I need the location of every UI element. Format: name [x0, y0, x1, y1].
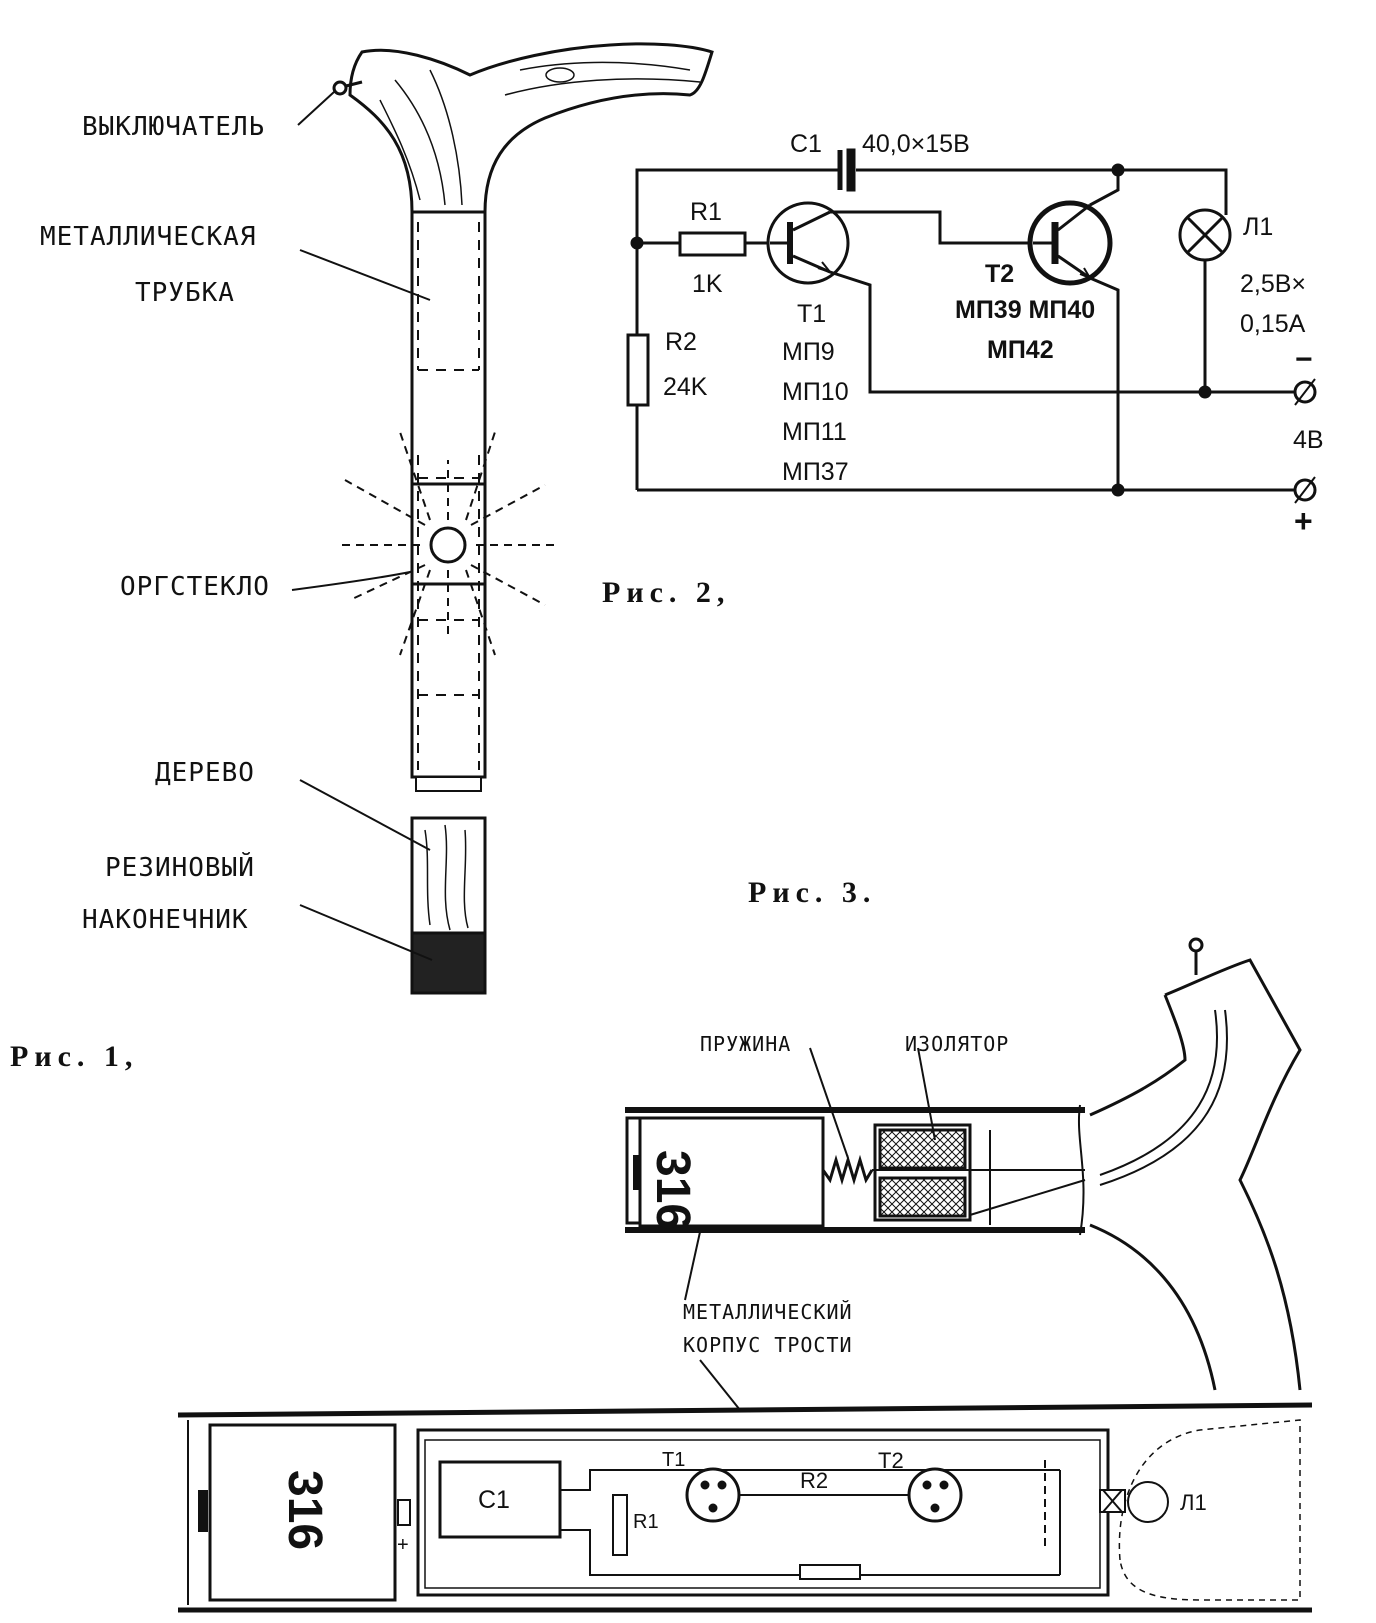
- t1-type-2: МП10: [782, 378, 849, 406]
- r1-value: 1K: [692, 270, 723, 298]
- cane-body-label-line2: КОРПУС ТРОСТИ: [683, 1333, 853, 1357]
- t1-type-1: МП9: [782, 338, 835, 366]
- switch-label: ВЫКЛЮЧАТЕЛЬ: [82, 112, 266, 142]
- battery-bottom-label: 316: [278, 1470, 331, 1551]
- c1-value: 40,0×15B: [862, 130, 970, 158]
- t2-types-line2: МП42: [987, 336, 1054, 364]
- board-t1-label: T1: [662, 1449, 686, 1471]
- board-r1-label: R1: [633, 1511, 659, 1533]
- plus-terminal-sign: +: [1294, 503, 1313, 539]
- t1-label: T1: [797, 300, 827, 328]
- r2-label: R2: [665, 328, 697, 356]
- figure-1-caption: Рис. 1,: [10, 1040, 139, 1073]
- board-t2-label: T2: [878, 1448, 904, 1473]
- board-lamp-label: Л1: [1180, 1490, 1207, 1515]
- rubber-tip-label-line1: РЕЗИНОВЫЙ: [105, 853, 255, 883]
- minus-terminal-sign: −: [1295, 343, 1313, 376]
- battery-plus-sign: +: [397, 1534, 409, 1556]
- figure-3-caption: Рис. 3.: [748, 876, 877, 909]
- t2-types-line1: МП39 МП40: [955, 296, 1096, 324]
- figure-2-caption: Рис. 2,: [602, 576, 731, 609]
- r2-value: 24K: [663, 373, 708, 401]
- supply-voltage: 4B: [1293, 426, 1324, 454]
- metal-tube-label-line2: ТРУБКА: [135, 278, 235, 308]
- cane-body-label-line1: МЕТАЛЛИЧЕСКИЙ: [683, 1300, 853, 1324]
- metal-tube-label-line1: МЕТАЛЛИЧЕСКАЯ: [40, 222, 257, 252]
- rubber-tip-label-line2: НАКОНЕЧНИК: [82, 905, 249, 935]
- t1-type-3: МП11: [782, 418, 847, 446]
- battery-top-label: 316: [646, 1150, 699, 1231]
- wood-label: ДЕРЕВО: [155, 758, 255, 788]
- board-c1-label: C1: [478, 1486, 510, 1514]
- spring-label: ПРУЖИНА: [700, 1032, 792, 1056]
- board-r2-label: R2: [800, 1468, 829, 1493]
- r1-label: R1: [690, 198, 722, 226]
- c1-label: C1: [790, 130, 822, 158]
- insulator-label: ИЗОЛЯТОР: [905, 1032, 1010, 1056]
- lamp-label: Л1: [1243, 213, 1274, 241]
- lamp-value-line1: 2,5B×: [1240, 270, 1307, 298]
- t1-type-4: МП37: [782, 458, 849, 486]
- plexiglass-label: ОРГСТЕКЛО: [120, 572, 270, 602]
- t2-label: T2: [985, 260, 1015, 288]
- lamp-value-line2: 0,15A: [1240, 310, 1306, 338]
